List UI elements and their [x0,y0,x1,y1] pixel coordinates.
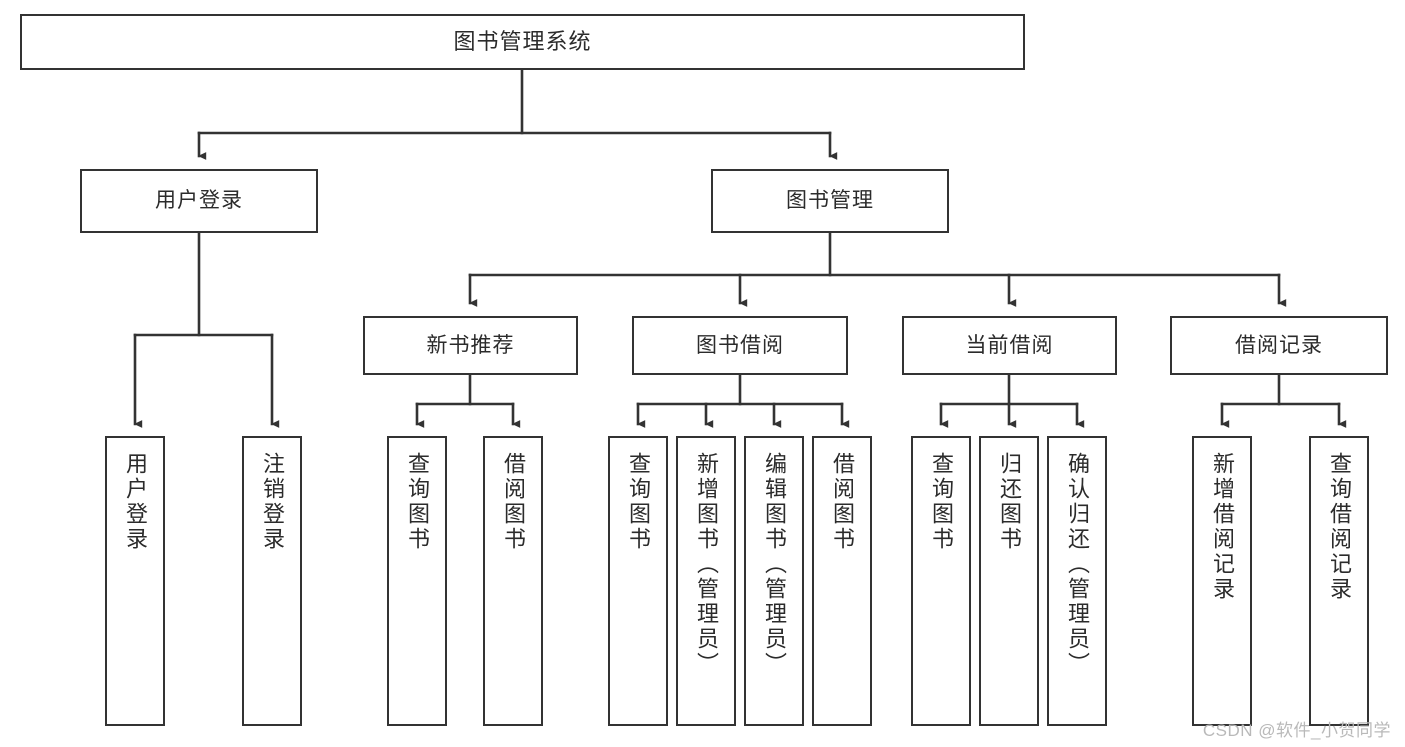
node-label: 编辑图书（管理员） [762,452,787,677]
leaf-record-query-record[interactable]: 查询借阅记录 [1309,436,1369,726]
node-book-borrow[interactable]: 图书借阅 [632,316,848,375]
leaf-recommend-query-book[interactable]: 查询图书 [387,436,447,726]
leaf-user-login-logout[interactable]: 注销登录 [242,436,302,726]
leaf-borrow-add-book-admin[interactable]: 新增图书（管理员） [676,436,736,726]
node-book-management-system[interactable]: 图书管理系统 [20,14,1025,70]
leaf-borrow-borrow-book[interactable]: 借阅图书 [812,436,872,726]
node-user-login[interactable]: 用户登录 [80,169,318,233]
node-label: 查询借阅记录 [1327,452,1352,602]
leaf-recommend-borrow-book[interactable]: 借阅图书 [483,436,543,726]
leaf-current-confirm-return-admin[interactable]: 确认归还（管理员） [1047,436,1107,726]
leaf-user-login-login[interactable]: 用户登录 [105,436,165,726]
node-label: 新增图书（管理员） [694,452,719,677]
node-book-management[interactable]: 图书管理 [711,169,949,233]
node-label: 借阅图书 [830,452,855,552]
node-label: 图书借阅 [696,333,784,357]
node-label: 当前借阅 [965,333,1054,357]
node-current-borrow[interactable]: 当前借阅 [902,316,1117,375]
node-label: 新书推荐 [426,333,515,357]
node-label: 用户登录 [123,452,148,552]
node-label: 借阅记录 [1235,333,1323,357]
node-label: 查询图书 [626,452,651,552]
node-label: 图书管理 [786,189,874,213]
node-label: 图书管理系统 [453,28,592,54]
node-label: 注销登录 [260,452,285,552]
node-new-book-recommend[interactable]: 新书推荐 [363,316,578,375]
node-label: 新增借阅记录 [1210,452,1235,602]
node-label: 查询图书 [405,452,430,552]
leaf-current-return-book[interactable]: 归还图书 [979,436,1039,726]
leaf-borrow-edit-book-admin[interactable]: 编辑图书（管理员） [744,436,804,726]
node-label: 用户登录 [155,189,243,213]
watermark: CSDN @软件_小贺同学 [1202,721,1391,740]
node-label: 确认归还（管理员） [1065,452,1090,677]
leaf-record-add-record[interactable]: 新增借阅记录 [1192,436,1252,726]
node-label: 查询图书 [929,452,954,552]
node-label: 借阅图书 [501,452,526,552]
node-borrow-record[interactable]: 借阅记录 [1170,316,1388,375]
leaf-current-query-book[interactable]: 查询图书 [911,436,971,726]
leaf-borrow-query-book[interactable]: 查询图书 [608,436,668,726]
node-label: 归还图书 [997,452,1022,552]
